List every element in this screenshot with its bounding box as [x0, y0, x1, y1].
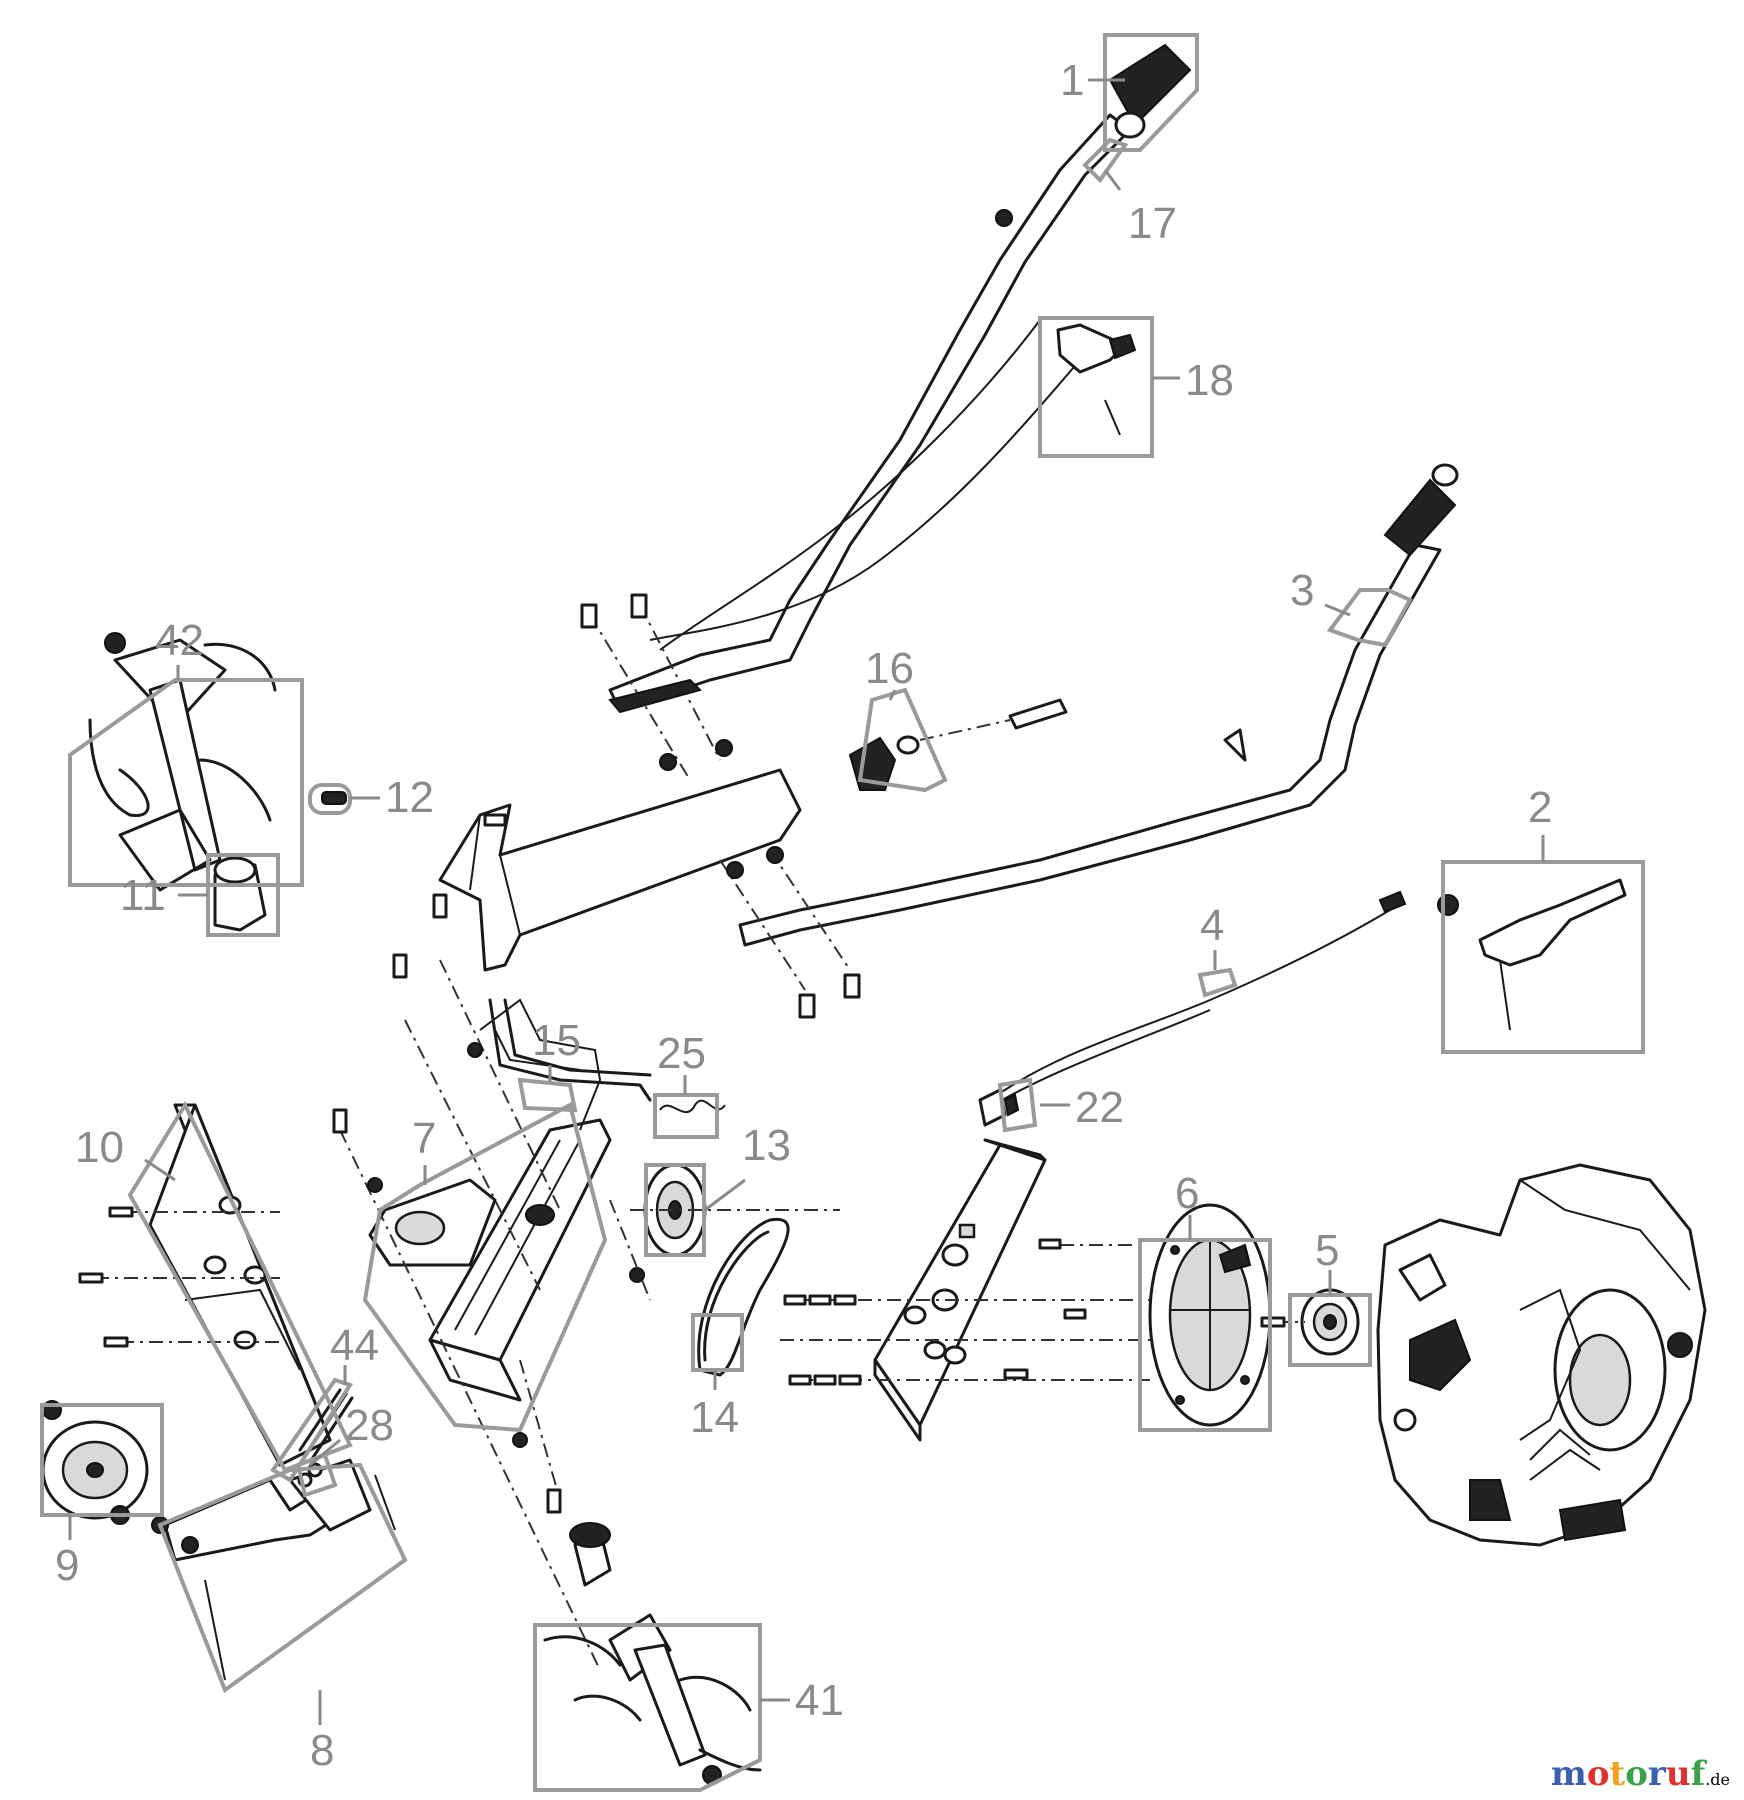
callout-boxes [40, 33, 1645, 1792]
wheel-9 [41, 1400, 149, 1525]
label-11: 11 [120, 871, 166, 920]
label-17: 17 [1128, 199, 1177, 248]
watermark-suffix: .de [1705, 1770, 1730, 1789]
label-9: 9 [55, 1541, 79, 1590]
callout-box-7 [362, 1102, 608, 1433]
handle-bracket [438, 768, 802, 972]
label-14: 14 [690, 1393, 739, 1442]
side-plate-10 [78, 1103, 332, 1467]
callout-box-44 [270, 1377, 354, 1483]
label-12: 12 [385, 773, 434, 822]
part-labels: 1 17 18 3 16 2 4 22 25 15 7 13 14 6 5 42… [55, 56, 1552, 1775]
label-7: 7 [412, 1114, 436, 1163]
label-18: 18 [1185, 356, 1234, 405]
plate-bolts [783, 1238, 1087, 1386]
tine-42 [88, 632, 347, 892]
grip-1 [1108, 43, 1192, 139]
tine-41 [543, 1522, 762, 1785]
label-22: 22 [1075, 1083, 1124, 1132]
callout-box-13 [644, 1163, 706, 1257]
callout-box-8 [157, 1462, 408, 1694]
depth-stake-8 [151, 1458, 396, 1681]
pulley-13 [630, 1163, 840, 1257]
watermark-brand: motoruf [1550, 1754, 1706, 1794]
callout-box-42 [68, 678, 304, 887]
callout-box-17 [1082, 137, 1129, 184]
throttle-lever-18 [995, 209, 1137, 436]
label-1: 1 [1060, 56, 1084, 105]
label-4: 4 [1200, 901, 1224, 950]
label-6: 6 [1175, 1169, 1199, 1218]
callout-box-15 [517, 1077, 578, 1113]
callout-box-41 [533, 1623, 762, 1792]
grip-3 [1383, 463, 1459, 557]
label-28: 28 [345, 1401, 394, 1450]
mounting-plate [780, 1138, 1170, 1442]
leader-lines [68, 78, 1545, 1725]
callout-box-18 [1038, 316, 1154, 458]
label-5: 5 [1315, 1226, 1339, 1275]
upper-handlebar [608, 113, 1132, 712]
callout-box-4 [1197, 967, 1238, 998]
label-8: 8 [310, 1726, 334, 1775]
knob-16 [848, 698, 1068, 791]
callout-box-14 [691, 1313, 744, 1372]
callout-box-10 [127, 1100, 353, 1473]
callout-box-6 [1138, 1238, 1272, 1432]
label-42: 42 [155, 616, 204, 665]
label-41: 41 [795, 1676, 844, 1725]
lever-2 [1437, 878, 1627, 1031]
clutch-5 [1260, 1288, 1360, 1356]
callout-box-22 [997, 1077, 1038, 1133]
lower-handlebar [738, 543, 1442, 947]
label-15: 15 [532, 1016, 581, 1065]
bracket-bolts [580, 593, 861, 1019]
label-13: 13 [742, 1121, 791, 1170]
label-25: 25 [657, 1029, 706, 1078]
cable-upper [649, 319, 1081, 651]
belt-14 [697, 1217, 790, 1377]
label-44: 44 [330, 1321, 379, 1370]
callout-box-25 [653, 1093, 719, 1139]
shift-rod-15 [488, 998, 652, 1102]
watermark-logo: motoruf.de [1551, 1754, 1730, 1794]
bushing-11 [213, 856, 267, 932]
label-2: 2 [1528, 783, 1552, 832]
callout-box-9 [40, 1403, 164, 1517]
label-10: 10 [75, 1123, 124, 1172]
cable-4 [978, 890, 1407, 1127]
callout-box-3 [1326, 588, 1413, 648]
callout-box-16 [857, 687, 948, 793]
label-16: 16 [865, 644, 914, 693]
callout-box-1 [1103, 33, 1199, 152]
clutch-housing-6 [1148, 1203, 1272, 1427]
engine [1376, 1163, 1707, 1547]
label-3: 3 [1290, 566, 1314, 615]
gearbox-7 [368, 998, 612, 1402]
